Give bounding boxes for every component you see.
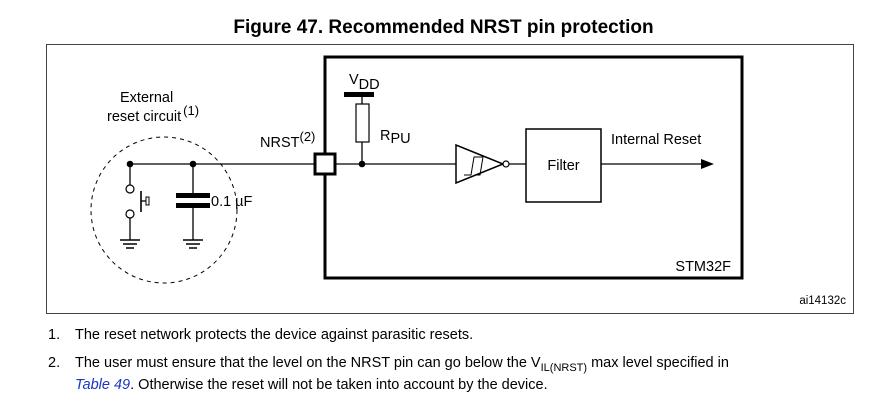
external-label-line2: reset circuit(1) xyxy=(107,103,199,125)
nrst-note-ref: (2) xyxy=(299,129,315,144)
rpu-label-main: R xyxy=(380,128,390,144)
schmitt-trigger-icon xyxy=(455,143,506,185)
external-circuit-outline xyxy=(90,136,238,284)
switch-button xyxy=(145,196,150,206)
hysteresis-symbol-icon xyxy=(464,156,484,176)
capacitor-label: 0.1 µF xyxy=(211,194,253,210)
switch-ground-icon xyxy=(120,239,140,249)
inverter-bubble xyxy=(502,160,510,168)
nrst-pin xyxy=(313,152,337,176)
switch-contact-top xyxy=(125,184,135,194)
switch-contact-bottom xyxy=(125,209,135,219)
capacitor-plate-bottom xyxy=(176,203,210,208)
nrst-label-text: NRST xyxy=(260,135,300,151)
figure-notes: 1. The reset network protects the device… xyxy=(48,327,848,405)
external-note-ref: (1) xyxy=(183,103,199,118)
vdd-label: VDD xyxy=(349,72,380,93)
figure-frame xyxy=(46,44,854,314)
rpu-label: RPU xyxy=(380,128,411,147)
filter-block xyxy=(525,128,602,203)
note-text-part2: max level specified in xyxy=(587,355,729,371)
figure-title: Figure 47. Recommended NRST pin protecti… xyxy=(233,17,654,38)
capacitor-plate-top xyxy=(176,193,210,198)
nrst-label: NRST(2) xyxy=(260,129,315,151)
note-1: 1. The reset network protects the device… xyxy=(48,327,848,344)
capacitor-ground-icon xyxy=(183,239,203,249)
note-text-part3: . Otherwise the reset will not be taken … xyxy=(130,377,548,393)
rpu-label-sub: PU xyxy=(390,131,410,147)
internal-reset-label: Internal Reset xyxy=(611,132,701,148)
external-label-line1: External xyxy=(120,90,173,106)
vdd-rail-icon xyxy=(344,92,374,97)
vdd-label-sub: DD xyxy=(359,77,380,93)
note-text-part1: The user must ensure that the level on t… xyxy=(75,355,541,371)
vdd-label-main: V xyxy=(349,72,359,88)
external-label-text: reset circuit xyxy=(107,109,181,125)
table-49-link[interactable]: Table 49 xyxy=(75,377,131,393)
chip-label: STM32F xyxy=(675,259,731,275)
filter-label: Filter xyxy=(547,158,579,174)
pullup-resistor xyxy=(355,103,370,143)
note-number: 1. xyxy=(48,327,61,343)
note-number: 2. xyxy=(48,355,61,371)
arrow-head-icon xyxy=(701,159,714,169)
note-2: 2. The user must ensure that the level o… xyxy=(48,355,848,394)
note-text: The reset network protects the device ag… xyxy=(75,327,474,343)
note-subscript: IL(NRST) xyxy=(540,362,588,374)
figure-code: ai14132c xyxy=(799,295,846,307)
